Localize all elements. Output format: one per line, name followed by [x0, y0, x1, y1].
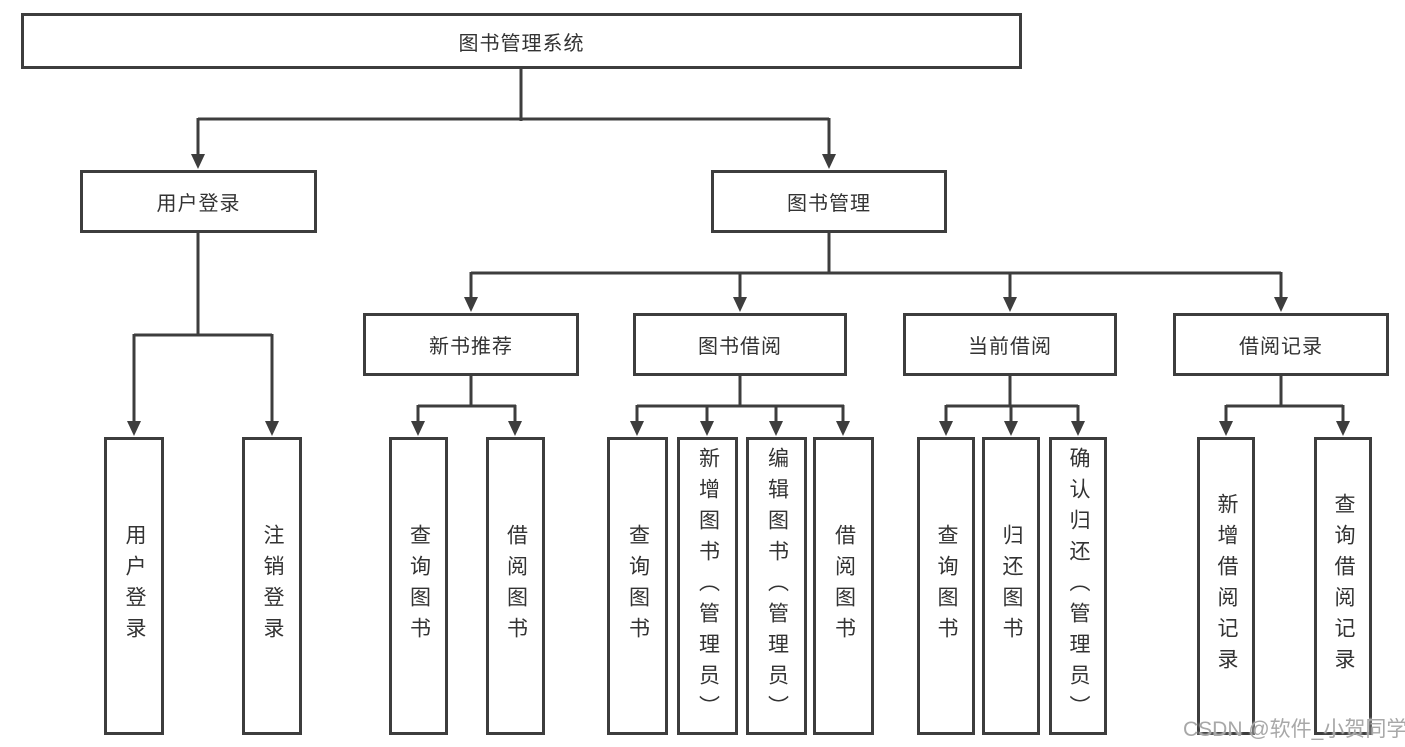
- arrow-down-icon: [191, 154, 205, 169]
- leaf-label: 借阅图书: [504, 524, 528, 648]
- arrow-down-icon: [464, 297, 478, 312]
- node-borrowing-records: 借阅记录: [1173, 313, 1389, 376]
- leaf-borrow-books-1: 借阅图书: [486, 437, 545, 735]
- connector-root-to-level2: [191, 69, 836, 169]
- leaf-query-borrow-record: 查询借阅记录: [1314, 437, 1372, 735]
- arrow-down-icon: [508, 421, 522, 436]
- arrow-down-icon: [1274, 297, 1288, 312]
- leaf-label: 新增借阅记录: [1215, 493, 1238, 679]
- leaf-query-books-2: 查询图书: [607, 437, 668, 735]
- arrow-down-icon: [1336, 421, 1350, 436]
- node-book-management: 图书管理: [711, 170, 947, 233]
- leaf-label: 编辑图书（管理员）: [765, 446, 789, 726]
- node-user-login: 用户登录: [80, 170, 317, 233]
- arrow-down-icon: [1071, 421, 1085, 436]
- node-book-borrowing: 图书借阅: [633, 313, 847, 376]
- connector-current-borrow-branch: [939, 376, 1085, 436]
- arrow-down-icon: [769, 421, 783, 436]
- connector-book-management-to-level3: [464, 233, 1288, 312]
- arrow-down-icon: [700, 421, 714, 436]
- leaf-query-books-3: 查询图书: [917, 437, 975, 735]
- leaf-return-books: 归还图书: [982, 437, 1040, 735]
- leaf-label: 查询图书: [407, 524, 431, 648]
- leaf-label: 用户登录: [123, 524, 146, 648]
- node-current-borrowing: 当前借阅: [903, 313, 1117, 376]
- arrow-down-icon: [733, 297, 747, 312]
- arrow-down-icon: [836, 421, 850, 436]
- leaf-add-borrow-record: 新增借阅记录: [1197, 437, 1255, 735]
- arrow-down-icon: [822, 154, 836, 169]
- leaf-label: 新增图书（管理员）: [696, 446, 720, 726]
- leaf-label: 归还图书: [1000, 524, 1023, 648]
- csdn-watermark: CSDN @软件_小贺同学: [1183, 718, 1405, 741]
- node-library-management-system: 图书管理系统: [21, 13, 1022, 69]
- leaf-logout: 注销登录: [242, 437, 302, 735]
- leaf-label: 借阅图书: [832, 524, 856, 648]
- connector-book-borrow-branch: [630, 376, 850, 436]
- leaf-label: 查询图书: [935, 524, 958, 648]
- arrow-down-icon: [1219, 421, 1233, 436]
- arrow-down-icon: [127, 421, 141, 436]
- arrow-down-icon: [939, 421, 953, 436]
- connector-borrow-records-branch: [1219, 376, 1350, 436]
- arrow-down-icon: [630, 421, 644, 436]
- connector-user-login-branch: [127, 233, 279, 436]
- leaf-add-book-admin: 新增图书（管理员）: [677, 437, 738, 735]
- leaf-edit-book-admin: 编辑图书（管理员）: [746, 437, 807, 735]
- leaf-label: 查询图书: [626, 524, 650, 648]
- leaf-user-login: 用户登录: [104, 437, 164, 735]
- arrow-down-icon: [411, 421, 425, 436]
- leaf-label: 查询借阅记录: [1332, 493, 1355, 679]
- leaf-label: 注销登录: [261, 524, 284, 648]
- arrow-down-icon: [1003, 297, 1017, 312]
- arrow-down-icon: [1004, 421, 1018, 436]
- leaf-borrow-books-2: 借阅图书: [813, 437, 874, 735]
- connector-new-book-branch: [411, 376, 522, 436]
- leaf-confirm-return-admin: 确认归还（管理员）: [1049, 437, 1107, 735]
- leaf-query-books-1: 查询图书: [389, 437, 448, 735]
- node-new-book-recommendation: 新书推荐: [363, 313, 579, 376]
- leaf-label: 确认归还（管理员）: [1067, 446, 1090, 726]
- arrow-down-icon: [265, 421, 279, 436]
